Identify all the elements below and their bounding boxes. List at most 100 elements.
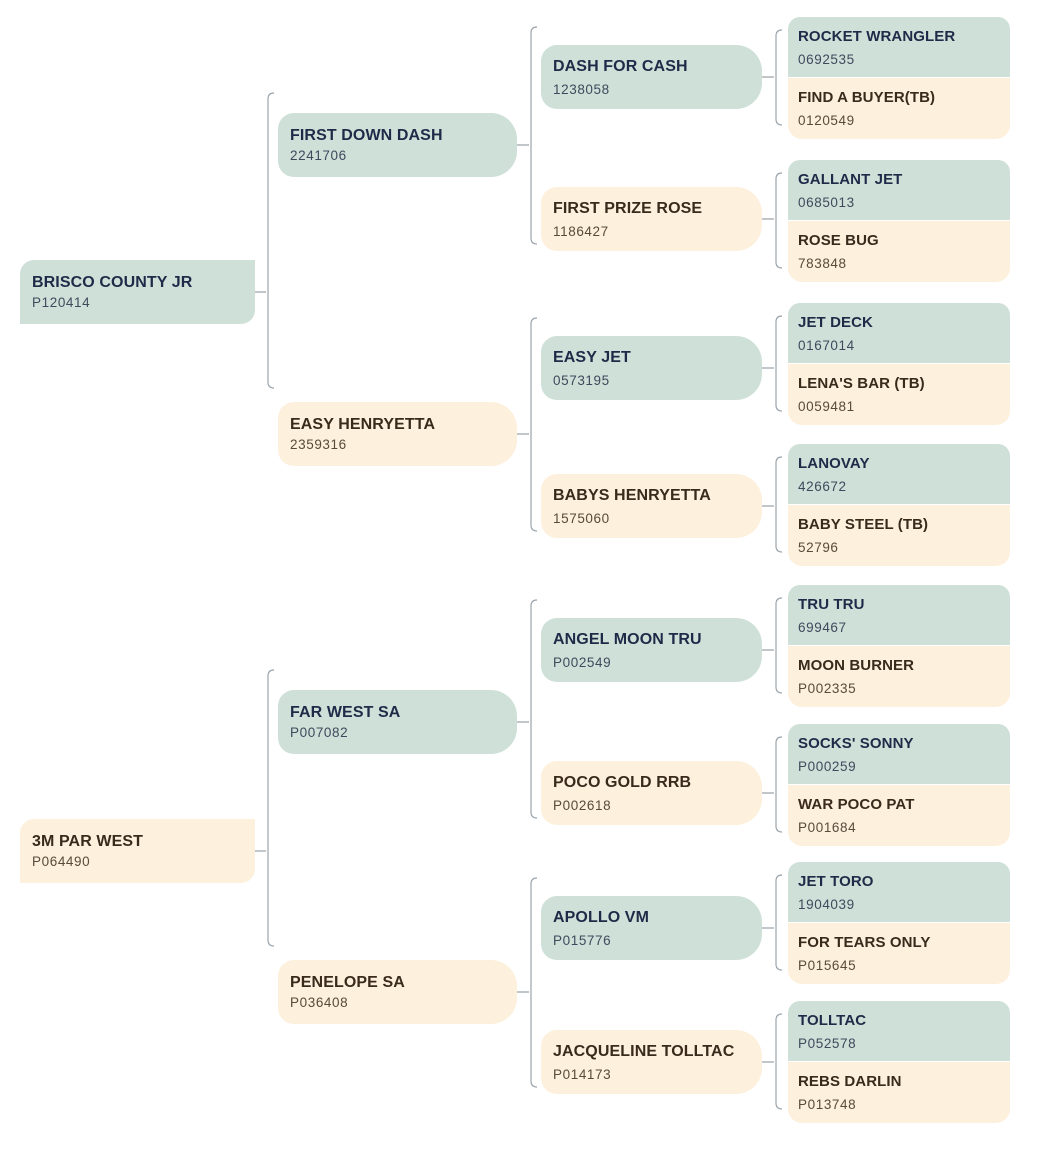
registration-number: P000259 — [798, 758, 857, 774]
horse-name: JET TORO — [798, 872, 874, 890]
horse-card-socks-sonny[interactable]: SOCKS' SONNY P000259 — [788, 724, 1010, 784]
registration-number: P036408 — [290, 995, 349, 1010]
horse-card-jet-deck[interactable]: JET DECK 0167014 — [788, 303, 1010, 363]
horse-card-easy-jet[interactable]: EASY JET 0573195 — [541, 336, 762, 400]
bracket-connector — [517, 317, 538, 532]
bracket-connector — [762, 597, 783, 694]
registration-number: 426672 — [798, 478, 847, 494]
horse-name: FAR WEST SA — [290, 704, 401, 721]
registration-number: 0059481 — [798, 399, 855, 414]
bracket-connector — [517, 26, 538, 245]
registration-number: 1238058 — [553, 81, 610, 97]
bracket-connector — [255, 92, 275, 389]
registration-number: P120414 — [32, 295, 91, 310]
registration-number: 0167014 — [798, 337, 855, 353]
registration-number: P001684 — [798, 820, 857, 835]
registration-number: P014173 — [553, 1066, 612, 1082]
horse-name: SOCKS' SONNY — [798, 734, 914, 752]
registration-number: P015645 — [798, 958, 857, 973]
horse-card-tru-tru[interactable]: TRU TRU 699467 — [788, 585, 1010, 645]
horse-name: JACQUELINE TOLLTAC — [553, 1042, 735, 1060]
horse-name: LANOVAY — [798, 454, 870, 472]
registration-number: 1904039 — [798, 896, 855, 912]
bracket-connector — [255, 669, 275, 947]
bracket-connector — [762, 456, 783, 553]
horse-name: EASY JET — [553, 348, 631, 366]
horse-card-babys-henryetta[interactable]: BABYS HENRYETTA 1575060 — [541, 474, 762, 538]
horse-name: BABY STEEL (TB) — [798, 516, 929, 533]
horse-name: POCO GOLD RRB — [553, 773, 692, 791]
horse-card-lena-s-bar-tb[interactable]: LENA'S BAR (TB) 0059481 — [788, 364, 1010, 425]
horse-card-gallant-jet[interactable]: GALLANT JET 0685013 — [788, 160, 1010, 220]
horse-name: APOLLO VM — [553, 908, 650, 926]
horse-name: FIRST PRIZE ROSE — [553, 199, 703, 217]
horse-card-baby-steel-tb[interactable]: BABY STEEL (TB) 52796 — [788, 505, 1010, 566]
horse-name: 3M PAR WEST — [32, 833, 144, 850]
registration-number: 2241706 — [290, 148, 347, 163]
horse-name: MOON BURNER — [798, 657, 915, 674]
registration-number: 783848 — [798, 256, 847, 271]
horse-card-jacqueline-tolltac[interactable]: JACQUELINE TOLLTAC P014173 — [541, 1030, 762, 1094]
registration-number: 52796 — [798, 540, 839, 555]
horse-card-jet-toro[interactable]: JET TORO 1904039 — [788, 862, 1010, 922]
registration-number: P064490 — [32, 854, 91, 869]
horse-name: ANGEL MOON TRU — [553, 630, 702, 648]
horse-name: TOLLTAC — [798, 1011, 867, 1029]
horse-name: ROCKET WRANGLER — [798, 27, 956, 45]
registration-number: 2359316 — [290, 437, 347, 452]
registration-number: P002618 — [553, 797, 612, 813]
horse-card-first-down-dash[interactable]: FIRST DOWN DASH 2241706 — [278, 113, 517, 177]
horse-card-war-poco-pat[interactable]: WAR POCO PAT P001684 — [788, 785, 1010, 846]
horse-name: DASH FOR CASH — [553, 57, 688, 75]
horse-name: PENELOPE SA — [290, 974, 405, 991]
horse-card-rebs-darlin[interactable]: REBS DARLIN P013748 — [788, 1062, 1010, 1123]
horse-name: BABYS HENRYETTA — [553, 486, 711, 504]
horse-name: GALLANT JET — [798, 170, 903, 188]
registration-number: 0120549 — [798, 113, 855, 128]
horse-card-penelope-sa[interactable]: PENELOPE SA P036408 — [278, 960, 517, 1024]
bracket-connector — [762, 736, 783, 833]
horse-card-brisco-county-jr[interactable]: BRISCO COUNTY JR P120414 — [20, 260, 255, 324]
bracket-connector — [762, 874, 783, 971]
horse-name: FIND A BUYER(TB) — [798, 89, 936, 106]
horse-card-dash-for-cash[interactable]: DASH FOR CASH 1238058 — [541, 45, 762, 109]
registration-number: P052578 — [798, 1035, 857, 1051]
registration-number: 1575060 — [553, 510, 610, 526]
horse-card-tolltac[interactable]: TOLLTAC P052578 — [788, 1001, 1010, 1061]
registration-number: 0573195 — [553, 372, 610, 388]
horse-card-lanovay[interactable]: LANOVAY 426672 — [788, 444, 1010, 504]
horse-card-first-prize-rose[interactable]: FIRST PRIZE ROSE 1186427 — [541, 187, 762, 251]
bracket-connector — [762, 315, 783, 412]
horse-card-3m-par-west[interactable]: 3M PAR WEST P064490 — [20, 819, 255, 883]
registration-number: P013748 — [798, 1097, 857, 1112]
horse-card-apollo-vm[interactable]: APOLLO VM P015776 — [541, 896, 762, 960]
horse-name: REBS DARLIN — [798, 1073, 902, 1090]
horse-name: FIRST DOWN DASH — [290, 127, 443, 144]
bracket-connector — [517, 599, 538, 819]
horse-card-find-a-buyer-tb[interactable]: FIND A BUYER(TB) 0120549 — [788, 78, 1010, 139]
horse-card-rose-bug[interactable]: ROSE BUG 783848 — [788, 221, 1010, 282]
registration-number: 699467 — [798, 619, 847, 635]
registration-number: P015776 — [553, 932, 612, 948]
horse-name: WAR POCO PAT — [798, 796, 915, 813]
horse-name: LENA'S BAR (TB) — [798, 375, 925, 392]
horse-name: ROSE BUG — [798, 232, 879, 249]
horse-card-for-tears-only[interactable]: FOR TEARS ONLY P015645 — [788, 923, 1010, 984]
horse-card-poco-gold-rrb[interactable]: POCO GOLD RRB P002618 — [541, 761, 762, 825]
horse-name: JET DECK — [798, 313, 873, 331]
registration-number: 0685013 — [798, 194, 855, 210]
bracket-connector — [517, 877, 538, 1088]
registration-number: 1186427 — [553, 223, 609, 239]
bracket-connector — [762, 29, 783, 126]
horse-card-easy-henryetta[interactable]: EASY HENRYETTA 2359316 — [278, 402, 517, 466]
horse-name: FOR TEARS ONLY — [798, 934, 931, 951]
horse-name: TRU TRU — [798, 595, 865, 613]
horse-name: EASY HENRYETTA — [290, 416, 436, 433]
bracket-connector — [762, 172, 783, 269]
horse-name: BRISCO COUNTY JR — [32, 274, 193, 291]
